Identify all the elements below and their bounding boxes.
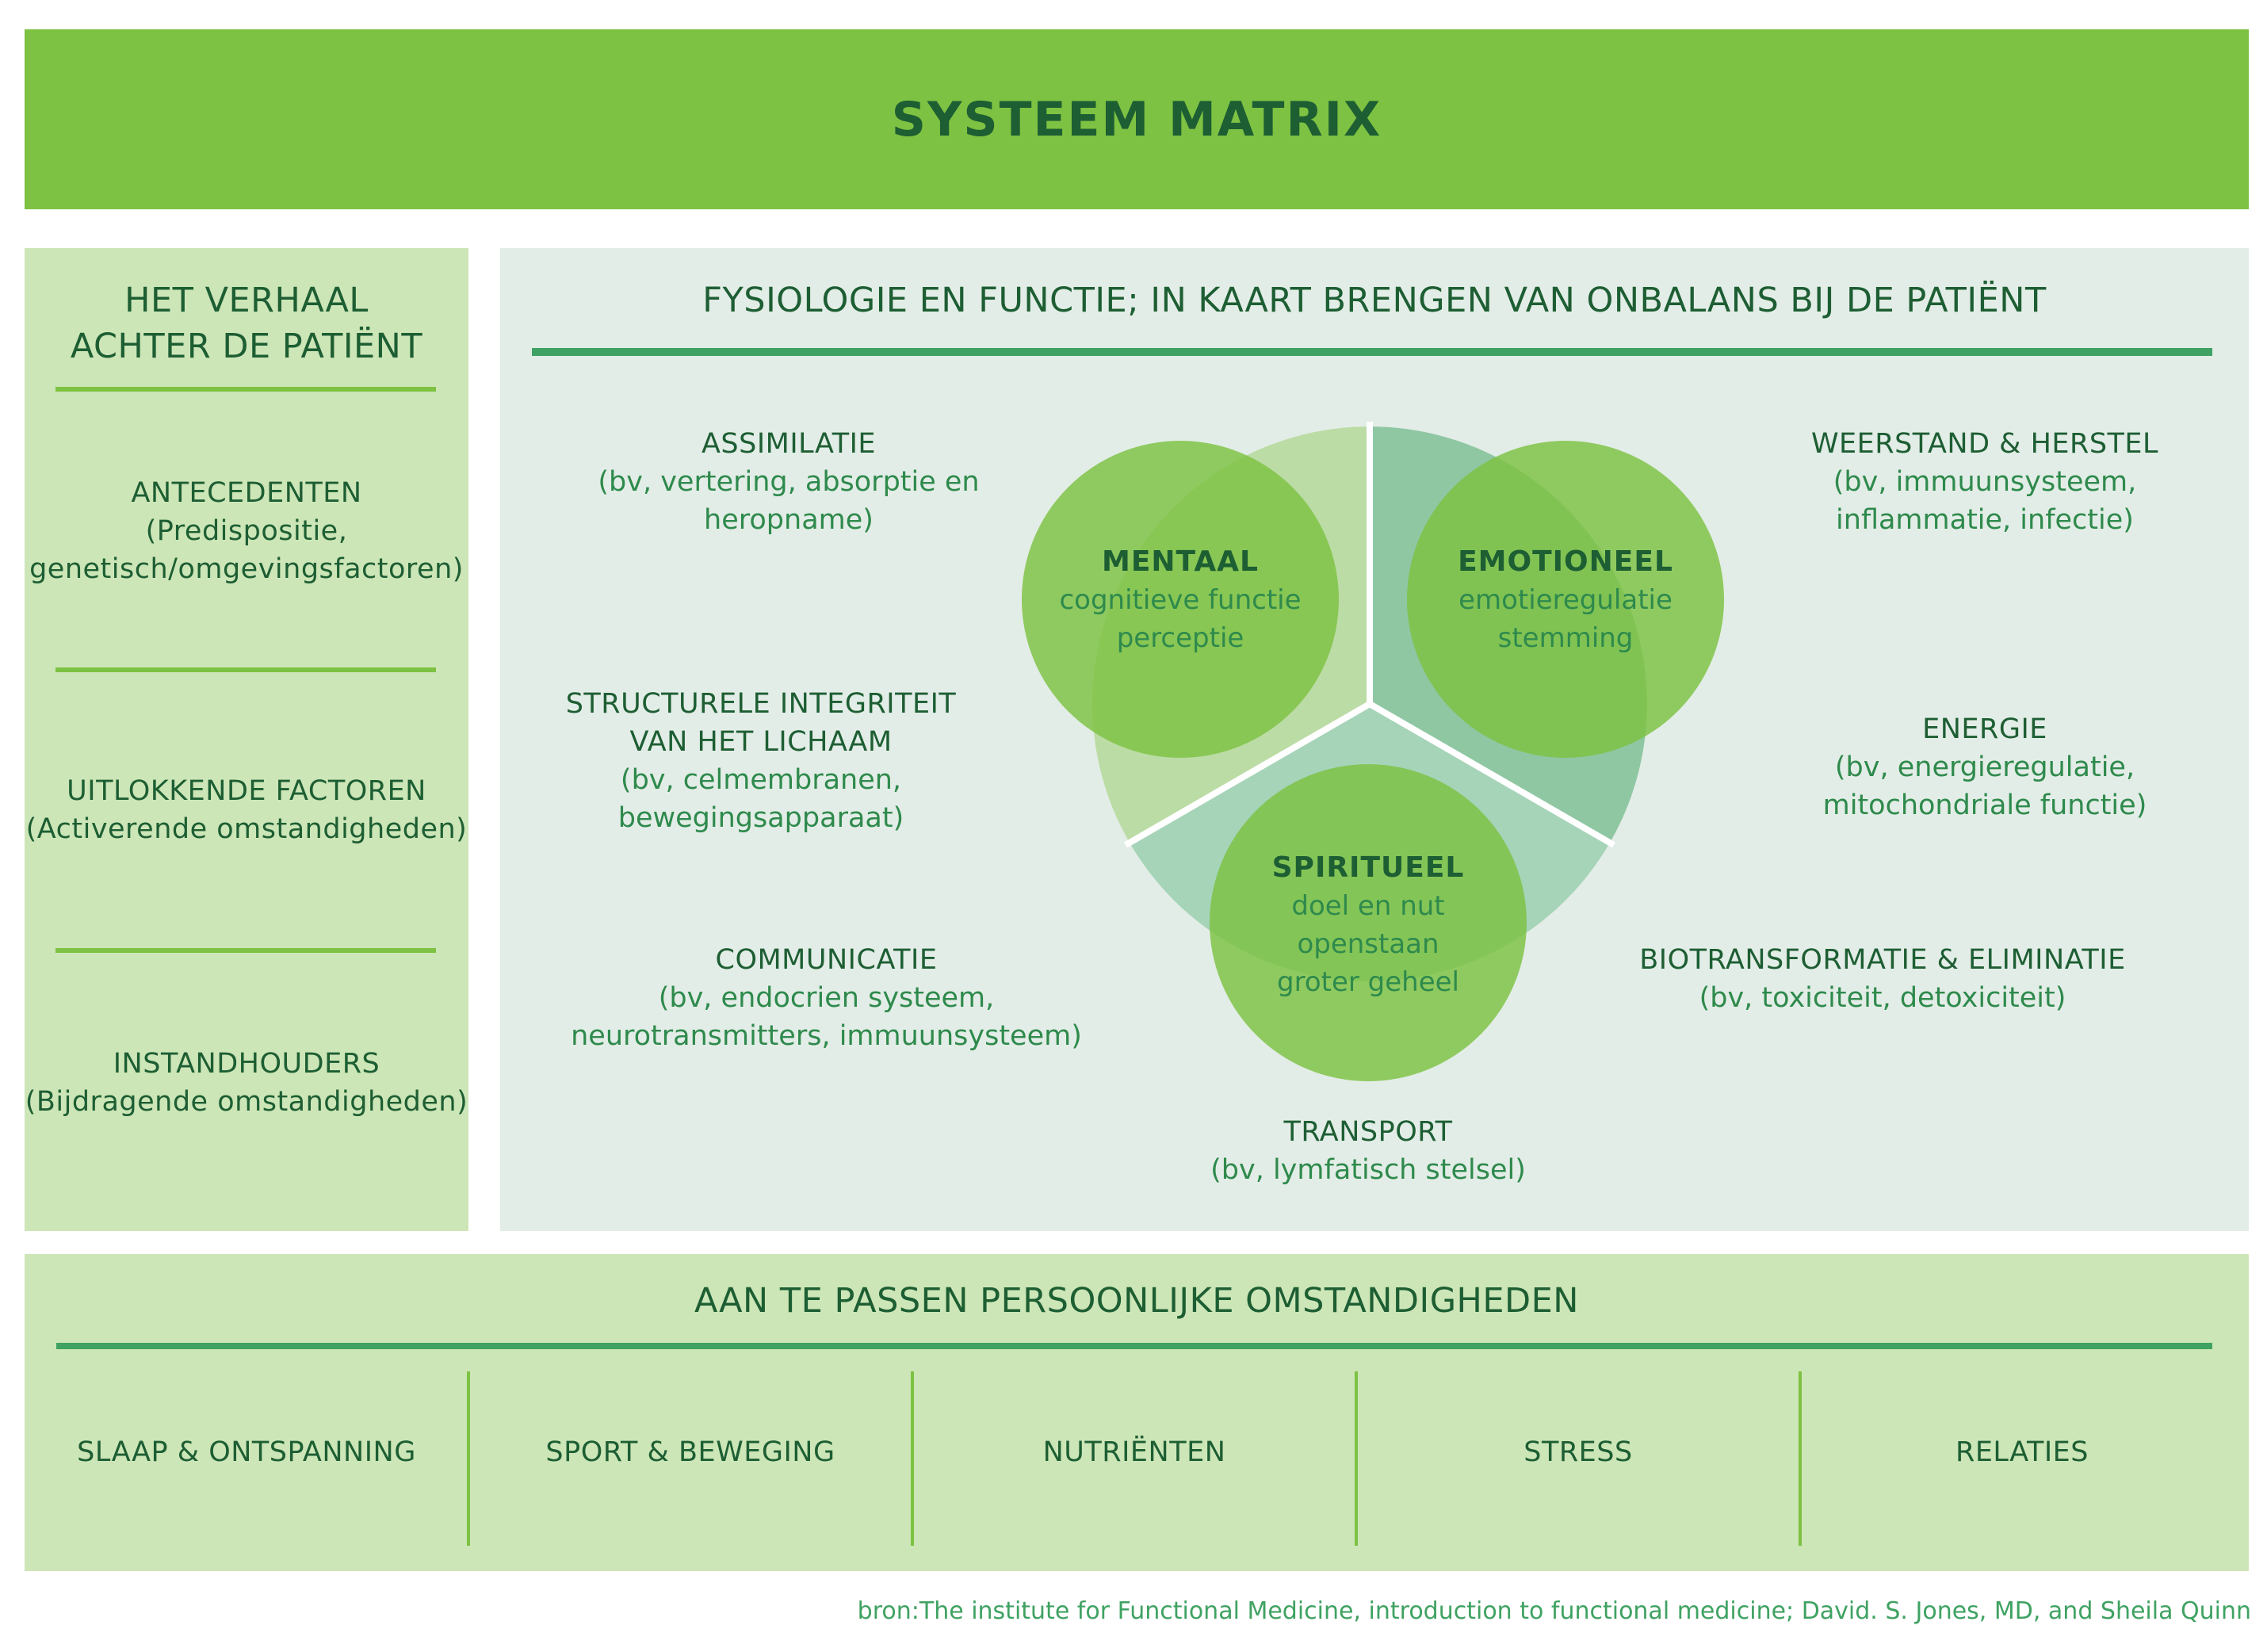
factor-sub: (bv, celmembranen, [620,764,902,796]
factor-sub: mitochondriale functie) [1822,790,2147,821]
category-nutrienten: NUTRIËNTEN [1042,1436,1226,1468]
left-title-line2: ACHTER DE PATIËNT [70,327,423,366]
factor-label: VAN HET LICHAAM [629,726,893,758]
factor-energie: ENERGIE (bv, energieregulatie, mitochond… [1747,710,2223,824]
bottom-panel [25,1254,2249,1571]
left-item-label: UITLOKKENDE FACTOREN [67,775,426,807]
left-item-instandhouders: INSTANDHOUDERS (Bijdragende omstandighed… [25,1045,468,1121]
mentaal-title: MENTAAL [1102,545,1259,578]
main-title-divider [532,348,2212,356]
category-divider [1355,1371,1358,1546]
factor-sub: (bv, energieregulatie, [1834,751,2135,783]
factor-sub: neurotransmitters, immuunsysteem) [571,1020,1082,1052]
circle-spiritueel [1210,764,1527,1081]
left-item-sub: (Activerende omstandigheden) [25,813,468,845]
factor-label: WEERSTAND & HERSTEL [1810,428,2159,460]
category-stress: STRESS [1523,1436,1633,1468]
factor-sub: (bv, vertering, absorptie en heropname) [598,466,980,536]
emotioneel-line2: stemming [1498,622,1634,654]
page-title: SYSTEEM MATRIX [891,91,1382,147]
category-sport-beweging: SPORT & BEWEGING [545,1436,835,1468]
left-title-divider [55,387,436,392]
factor-sub: (bv, endocrien systeem, [658,982,995,1014]
factor-biotransformatie: BIOTRANSFORMATIE & ELIMINATIE (bv, toxic… [1609,941,2156,1017]
factor-sub: bewegingsapparaat) [617,802,904,834]
left-item-label: INSTANDHOUDERS [113,1048,380,1080]
factor-sub: (bv, immuunsysteem, [1833,466,2137,498]
bottom-title-divider [56,1343,2212,1349]
factor-label: ENERGIE [1922,713,2047,745]
bottom-panel-title: AAN TE PASSEN PERSOONLIJKE OMSTANDIGHEDE… [694,1281,1579,1321]
category-divider [1799,1371,1802,1546]
left-panel [25,248,468,1231]
emotioneel-title: EMOTIONEEL [1458,545,1673,578]
header-bar: SYSTEEM MATRIX [25,29,2249,209]
category-divider [911,1371,914,1546]
left-item-sub: (Predispositie, [145,515,348,547]
spiritueel-line2: openstaan [1297,928,1439,960]
mentaal-line2: perceptie [1117,622,1244,654]
system-diagram: MENTAAL cognitieve functie perceptie EMO… [1022,422,1724,1081]
category-slaap-ontspanning: SLAAP & ONTSPANNING [77,1436,416,1468]
main-panel-title: FYSIOLOGIE EN FUNCTIE; IN KAART BRENGEN … [702,281,2047,320]
factor-assimilatie: ASSIMILATIE (bv, vertering, absorptie en… [515,425,1062,539]
factor-weerstand-herstel: WEERSTAND & HERSTEL (bv, immuunsysteem, … [1747,425,2223,539]
factor-label: BIOTRANSFORMATIE & ELIMINATIE [1639,944,2126,976]
spiritueel-title: SPIRITUEEL [1272,851,1465,884]
left-divider [55,667,436,672]
factor-structurele-integriteit: STRUCTURELE INTEGRITEIT VAN HET LICHAAM … [539,685,983,837]
left-item-sub: genetisch/omgevingsfactoren) [29,553,464,585]
factor-sub: (bv, lymfatisch stelsel) [1210,1154,1526,1186]
spiritueel-line1: doel en nut [1291,890,1444,922]
source-citation: bron:The institute for Functional Medici… [857,1597,2251,1625]
left-title-line1: HET VERHAAL [124,281,369,320]
factor-label: TRANSPORT [1283,1116,1453,1148]
category-relaties: RELATIES [1955,1436,2089,1468]
left-panel-title: HET VERHAAL ACHTER DE PATIËNT [25,277,468,369]
factor-transport: TRANSPORT (bv, lymfatisch stelsel) [1130,1113,1606,1189]
circle-emotioneel [1407,441,1724,758]
factor-communicatie: COMMUNICATIE (bv, endocrien systeem, neu… [555,941,1098,1055]
circle-mentaal [1022,441,1339,758]
factor-label: ASSIMILATIE [701,428,877,460]
left-divider [55,948,436,953]
left-item-sub: (Bijdragende omstandigheden) [25,1086,468,1118]
factor-label: COMMUNICATIE [715,944,938,976]
spiritueel-line3: groter geheel [1277,966,1459,998]
mentaal-line1: cognitieve functie [1059,584,1301,616]
category-divider [467,1371,470,1546]
left-item-antecedenten: ANTECEDENTEN (Predispositie, genetisch/o… [25,474,468,588]
left-item-uitlokkende: UITLOKKENDE FACTOREN (Activerende omstan… [25,772,468,848]
factor-sub: inflammatie, infectie) [1836,504,2134,536]
left-item-label: ANTECEDENTEN [131,477,362,509]
emotioneel-line1: emotieregulatie [1458,584,1673,616]
factor-label: STRUCTURELE INTEGRITEIT [565,688,957,720]
factor-sub: (bv, toxiciteit, detoxiciteit) [1699,982,2066,1014]
